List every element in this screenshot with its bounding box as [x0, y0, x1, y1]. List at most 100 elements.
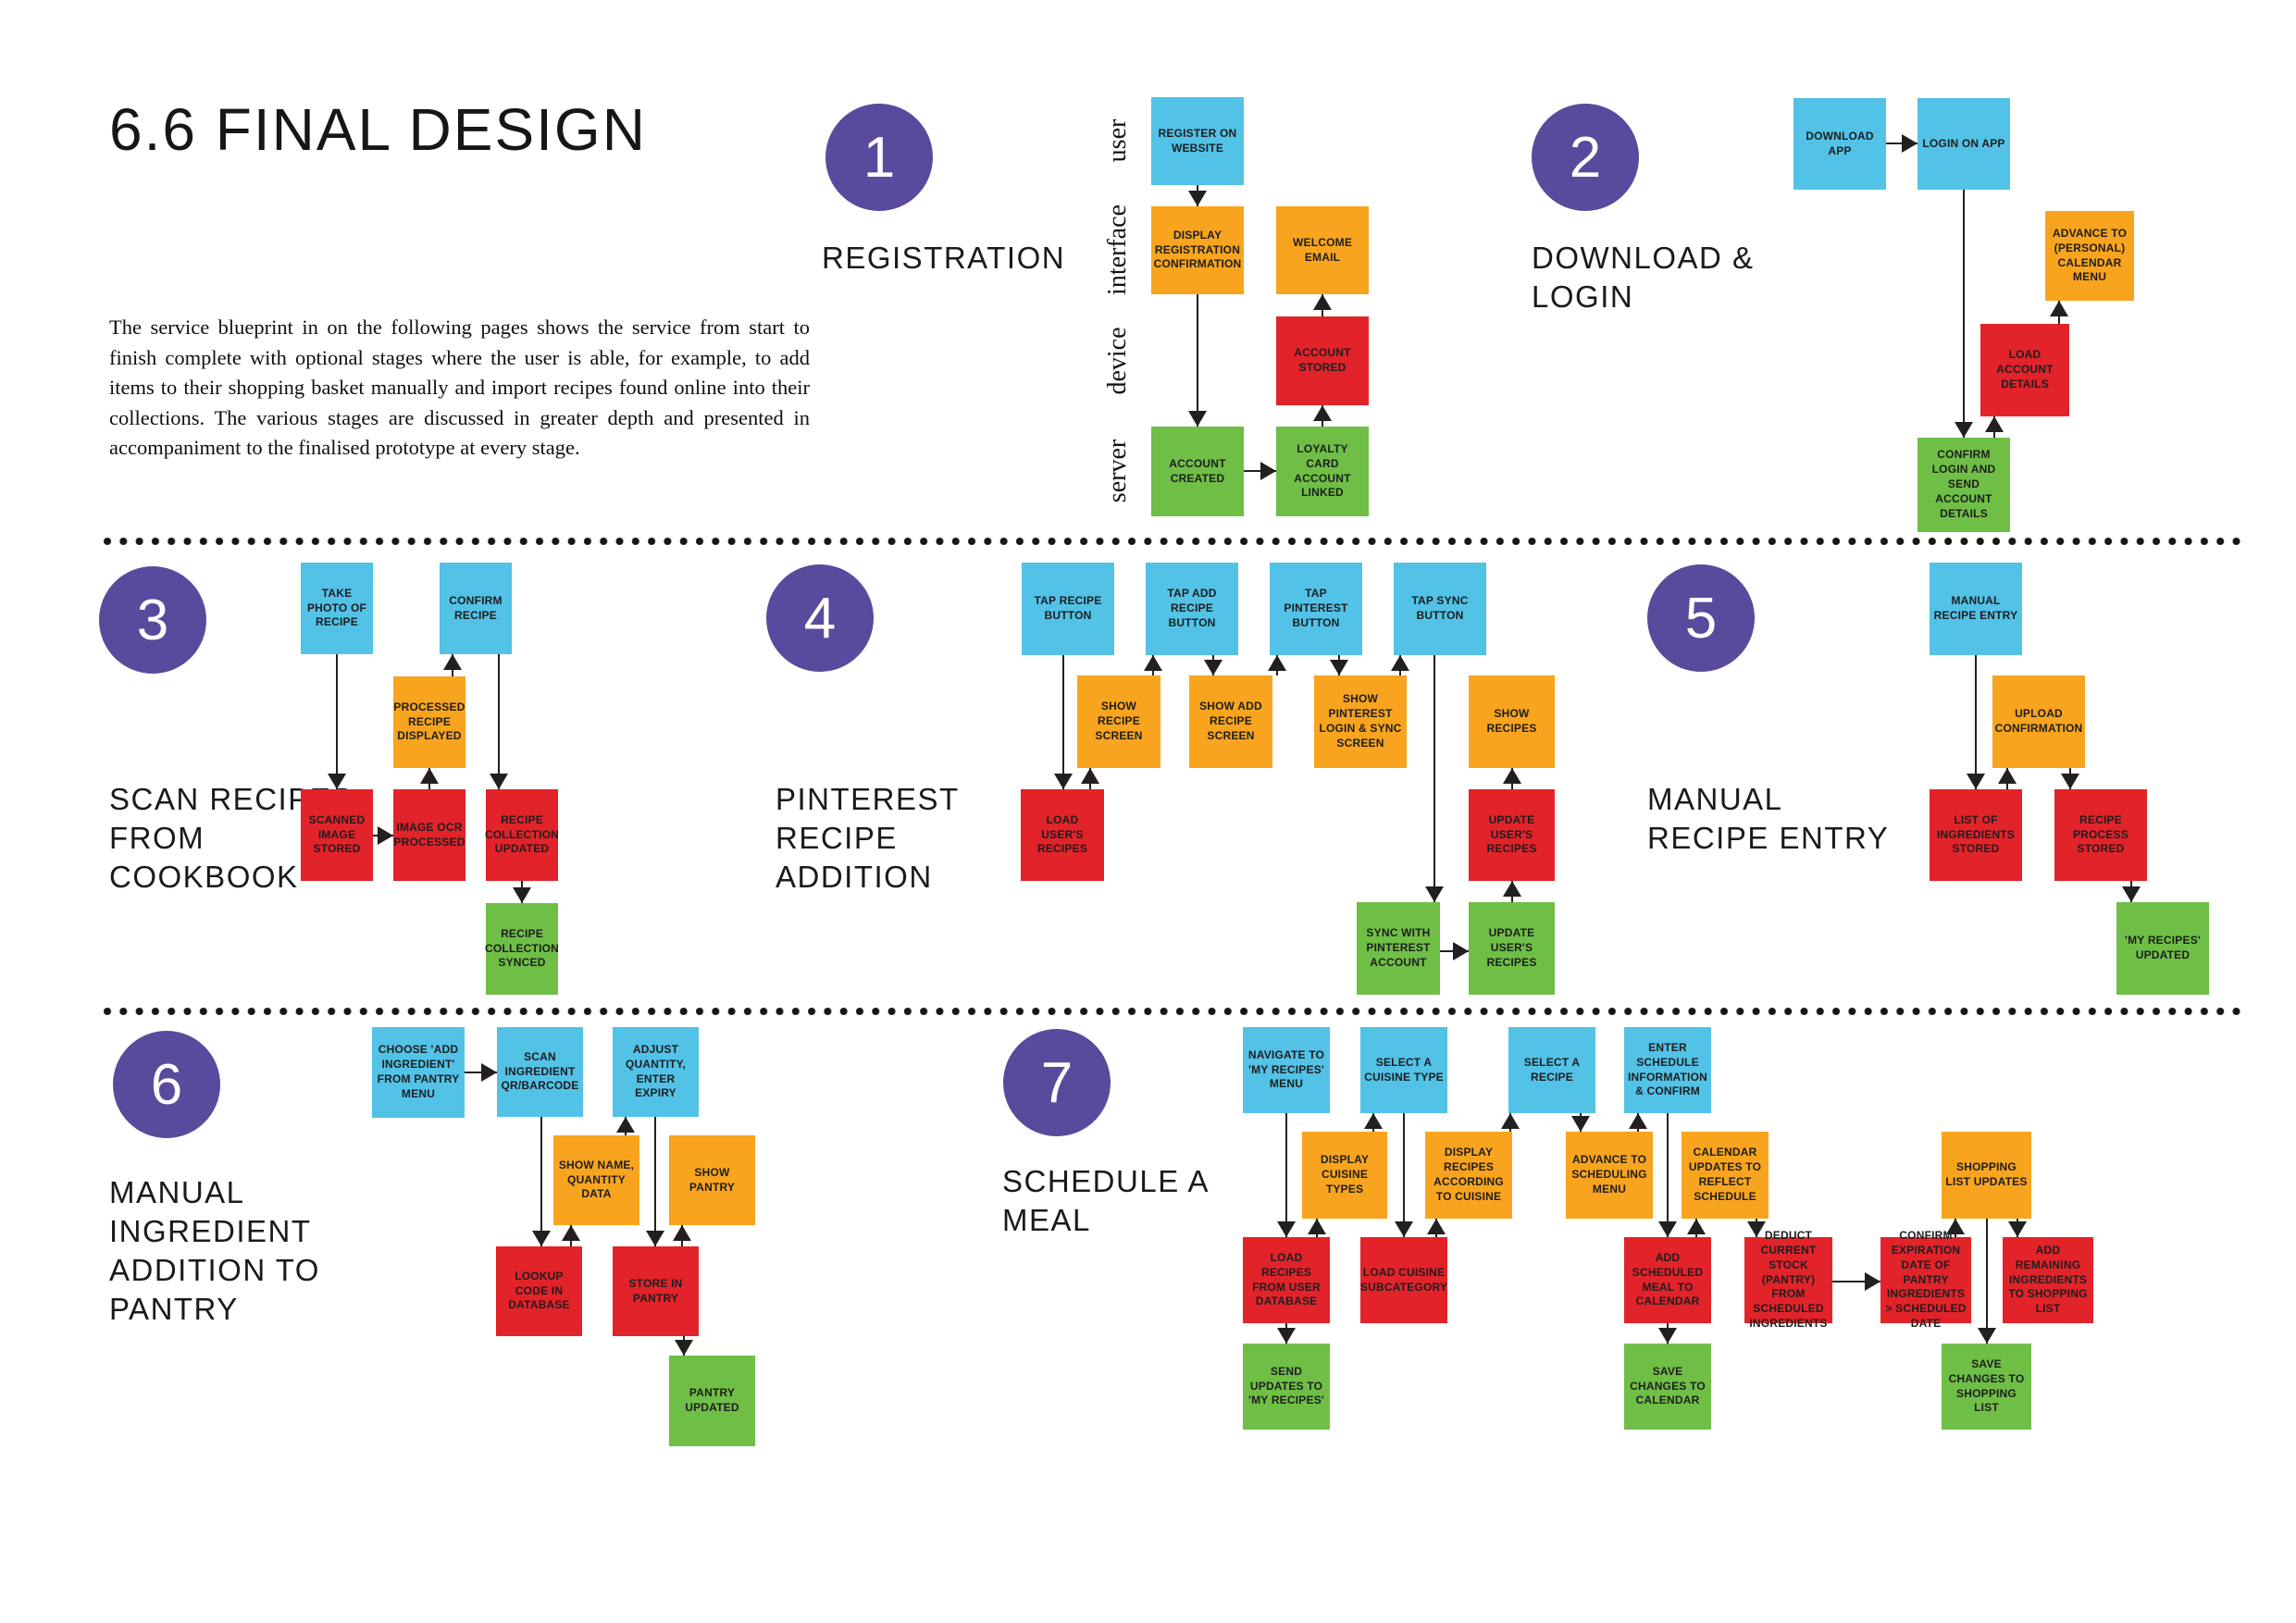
flow-box-loyalty-card-account-linked: LOYALTY CARD ACCOUNT LINKED [1276, 427, 1369, 516]
arrowhead-icon [615, 1117, 635, 1133]
arrowhead-icon [419, 768, 439, 784]
flow-box-confirm-expiration-date-of-pantry-ingredients: CONFIRM EXPIRATION DATE OF PANTRY INGRED… [1880, 1229, 1971, 1330]
flow-box-confirm-login-and-send-account-details: CONFIRM LOGIN AND SEND ACCOUNT DETAILS [1917, 438, 2010, 532]
arrowhead-icon [1966, 774, 1985, 789]
arrowhead-icon [1187, 411, 1207, 427]
flow-connector [1433, 655, 1436, 902]
arrowhead-icon [1260, 461, 1276, 480]
flow-connector [1285, 1113, 1288, 1237]
flow-box-recipe-collection-updated: RECIPE COLLECTION UPDATED [485, 789, 559, 881]
arrowhead-icon [1080, 768, 1099, 784]
flow-box-sync-with-pinterest-account: SYNC WITH PINTEREST ACCOUNT [1357, 902, 1440, 995]
flow-box-show-name-quantity-data: SHOW NAME, QUANTITY DATA [553, 1135, 639, 1225]
flow-box-image-ocr-processed: IMAGE OCR PROCESSED [393, 789, 465, 881]
section-2-badge: 2 [1532, 104, 1639, 211]
section-1-badge: 1 [825, 104, 933, 211]
arrowhead-icon [1945, 1219, 1965, 1234]
flow-box-take-photo-of-recipe: TAKE PHOTO OF RECIPE [301, 563, 373, 654]
arrowhead-icon [1390, 655, 1409, 671]
arrowhead-icon [489, 774, 508, 789]
flow-box-save-changes-to-shopping-list: SAVE CHANGES TO SHOPPING LIST [1942, 1344, 2031, 1430]
flow-connector [1402, 1113, 1406, 1237]
flow-box-register-on-website: REGISTER ON WEBSITE [1151, 97, 1244, 185]
flow-box-scanned-image-stored: SCANNED IMAGE STORED [301, 789, 373, 881]
arrowhead-icon [1954, 422, 1973, 438]
flow-box-show-pantry: SHOW PANTRY [669, 1135, 755, 1225]
flow-box-scan-ingredient-qr-barcode: SCAN INGREDIENT QR/BARCODE [497, 1027, 583, 1117]
arrowhead-icon [1657, 1221, 1677, 1237]
arrowhead-icon [2049, 301, 2068, 316]
flow-connector [1962, 190, 1966, 438]
flow-connector [653, 1117, 657, 1246]
flow-box-navigate-to-my-recipes-menu: NAVIGATE TO 'MY RECIPES' MENU [1243, 1027, 1330, 1113]
arrowhead-icon [1628, 1113, 1647, 1129]
arrowhead-icon [327, 774, 346, 789]
arrowhead-icon [645, 1231, 664, 1246]
flow-box-tap-pinterest-button: TAP PINTEREST BUTTON [1270, 563, 1362, 655]
arrowhead-icon [1143, 655, 1162, 671]
flow-box-load-cuisine-subcategory: LOAD CUISINE SUBCATEGORY [1360, 1237, 1447, 1323]
flow-box-upload-confirmation: UPLOAD CONFIRMATION [1992, 675, 2085, 768]
arrowhead-icon [1276, 1328, 1296, 1344]
flow-box-send-updates-to-my-recipes: SEND UPDATES TO 'MY RECIPES' [1243, 1344, 1330, 1430]
flow-connector [1666, 1113, 1669, 1237]
flow-box-show-recipe-screen: SHOW RECIPE SCREEN [1077, 675, 1160, 768]
arrowhead-icon [1307, 1219, 1326, 1234]
arrowhead-icon [1424, 886, 1444, 902]
section-4-badge: 4 [766, 564, 874, 672]
arrowhead-icon [1329, 660, 1348, 675]
arrowhead-icon [1426, 1219, 1446, 1234]
flow-box-update-users-recipes-device: UPDATE USER'S RECIPES [1469, 789, 1555, 881]
flow-box-store-in-pantry: STORE IN PANTRY [613, 1246, 699, 1336]
arrowhead-icon [2060, 774, 2079, 789]
flow-box-show-add-recipe-screen: SHOW ADD RECIPE SCREEN [1189, 675, 1272, 768]
arrowhead-icon [442, 654, 462, 670]
arrowhead-icon [531, 1231, 551, 1246]
arrowhead-icon [2121, 886, 2141, 902]
section-2-heading: DOWNLOAD &LOGIN [1532, 241, 1755, 314]
flow-connector [1832, 1280, 1880, 1283]
intro-paragraph: The service blueprint in on the followin… [109, 316, 810, 460]
flow-connector [1974, 655, 1978, 789]
arrowhead-icon [1276, 1221, 1296, 1237]
flow-box-recipe-process-stored: RECIPE PROCESS STORED [2054, 789, 2147, 881]
arrowhead-icon [1746, 1221, 1766, 1237]
flow-box-load-account-details: LOAD ACCOUNT DETAILS [1980, 324, 2069, 416]
arrowhead-icon [1363, 1113, 1383, 1129]
arrowhead-icon [1657, 1328, 1677, 1344]
flow-box-my-recipes-updated: 'MY RECIPES' UPDATED [2116, 902, 2209, 995]
flow-box-update-users-recipes-server: UPDATE USER'S RECIPES [1469, 902, 1555, 995]
flow-connector [335, 654, 339, 789]
flow-connector [1244, 469, 1276, 473]
arrowhead-icon [672, 1225, 691, 1241]
flow-box-show-pinterest-login-sync-screen: SHOW PINTEREST LOGIN & SYNC SCREEN [1314, 675, 1407, 768]
arrowhead-icon [1570, 1116, 1590, 1132]
arrowhead-icon [1865, 1271, 1880, 1291]
flow-box-manual-recipe-entry: MANUAL RECIPE ENTRY [1930, 563, 2022, 655]
lane-label-server: server [1103, 439, 1132, 503]
flow-box-load-users-recipes: LOAD USER'S RECIPES [1021, 789, 1104, 881]
flow-box-add-scheduled-meal-to-calendar: ADD SCHEDULED MEAL TO CALENDAR [1624, 1237, 1711, 1323]
arrowhead-icon [1267, 655, 1286, 671]
arrowhead-icon [1902, 133, 1917, 153]
flow-box-welcome-email: WELCOME EMAIL [1276, 206, 1369, 294]
flow-box-list-of-ingredients-stored: LIST OF INGREDIENTS STORED [1930, 789, 2022, 881]
arrowhead-icon [1997, 768, 2017, 784]
arrowhead-icon [561, 1225, 580, 1241]
flow-box-recipe-collection-synced: RECIPE COLLECTION SYNCED [485, 903, 559, 995]
arrowhead-icon [1502, 881, 1521, 897]
flow-box-login-on-app: LOGIN ON APP [1917, 98, 2010, 190]
page-title: 6.6 FINAL DESIGN [109, 96, 647, 163]
flow-box-advance-to-personal-calendar-menu: ADVANCE TO (PERSONAL) CALENDAR MENU [2045, 211, 2134, 301]
flow-box-tap-sync-button: TAP SYNC BUTTON [1394, 563, 1486, 655]
lane-label-interface: interface [1103, 204, 1132, 295]
flow-box-select-a-recipe: SELECT A RECIPE [1508, 1027, 1595, 1113]
arrowhead-icon [1203, 660, 1222, 675]
flow-box-advance-to-scheduling-menu: ADVANCE TO SCHEDULING MENU [1566, 1132, 1653, 1219]
flow-box-account-stored: ACCOUNT STORED [1276, 316, 1369, 405]
